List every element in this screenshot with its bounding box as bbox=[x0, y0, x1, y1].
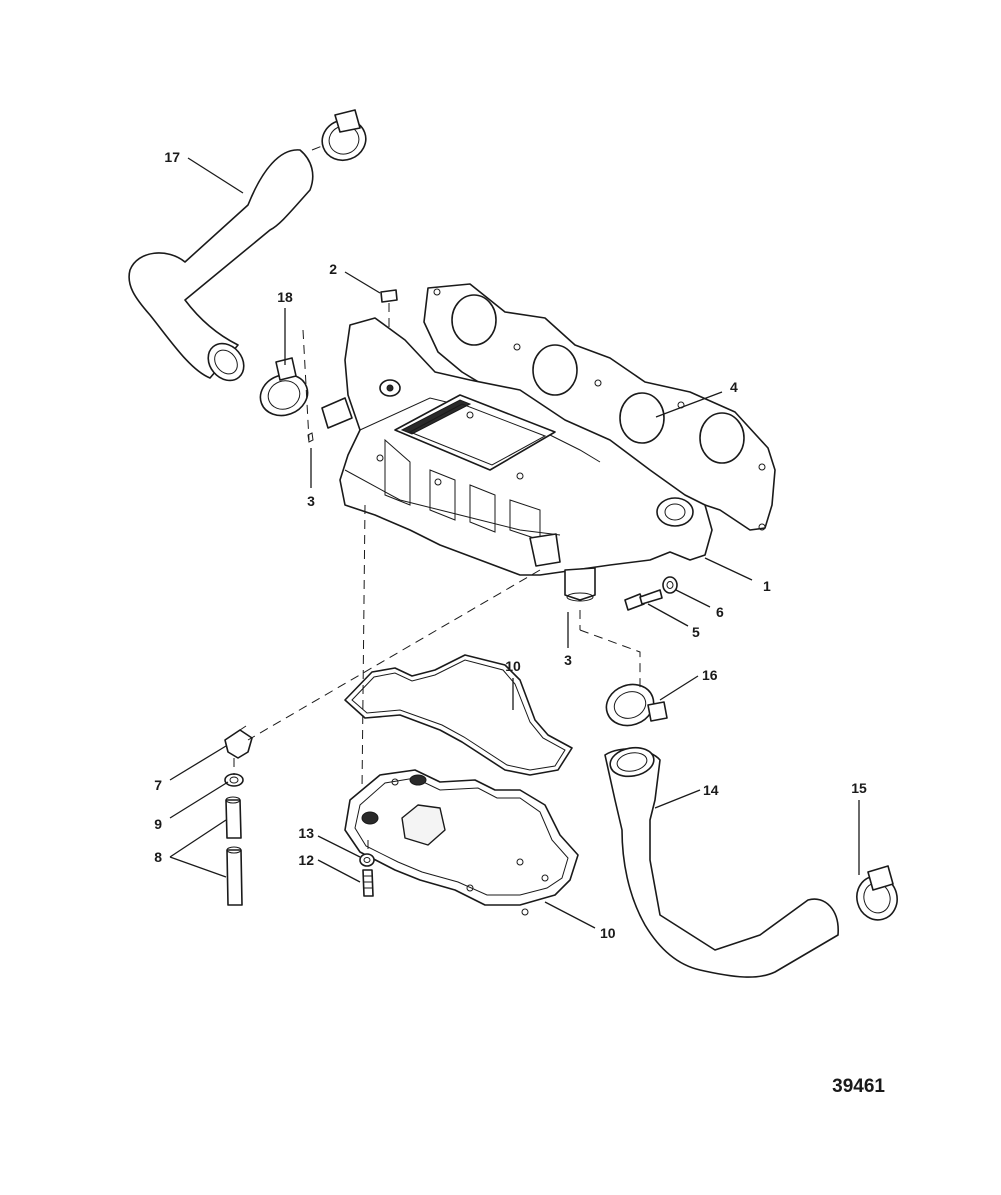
callout-3-upper: 3 bbox=[307, 493, 315, 509]
manifold-cover bbox=[344, 769, 579, 916]
cover-screw bbox=[362, 869, 374, 897]
upper-hose-top-clamp bbox=[321, 109, 367, 162]
upper-hose bbox=[128, 149, 314, 382]
callouts: 17 2 18 3 4 1 6 5 3 10 16 7 9 8 13 12 10… bbox=[154, 149, 867, 941]
exhaust-manifold bbox=[321, 317, 713, 602]
screw bbox=[624, 589, 663, 611]
figure-id: 39461 bbox=[832, 1076, 885, 1097]
callout-6: 6 bbox=[716, 604, 724, 620]
callout-9: 9 bbox=[154, 816, 162, 832]
callout-13: 13 bbox=[298, 825, 314, 841]
cover-washer bbox=[359, 853, 375, 867]
callout-2: 2 bbox=[329, 261, 337, 277]
elbow-fitting bbox=[224, 725, 253, 759]
callout-18: 18 bbox=[277, 289, 293, 305]
tube bbox=[225, 796, 243, 906]
lower-hose bbox=[604, 746, 839, 978]
lower-hose-clamp bbox=[605, 683, 668, 727]
lower-hose-clamp-end bbox=[856, 865, 898, 921]
callout-7: 7 bbox=[154, 777, 162, 793]
leader-lines bbox=[169, 157, 860, 929]
callout-8: 8 bbox=[154, 849, 162, 865]
cover-gasket bbox=[344, 654, 573, 776]
callout-17: 17 bbox=[164, 149, 180, 165]
callout-1: 1 bbox=[763, 578, 771, 594]
clamp-small bbox=[224, 773, 244, 787]
callout-16: 16 bbox=[702, 667, 718, 683]
callout-11: 10 bbox=[505, 658, 521, 674]
callout-15: 15 bbox=[851, 780, 867, 796]
callout-5: 5 bbox=[692, 624, 700, 640]
manifold-gasket bbox=[423, 283, 776, 531]
callout-14: 14 bbox=[703, 782, 719, 798]
callout-10: 10 bbox=[600, 925, 616, 941]
callout-3-lower: 3 bbox=[564, 652, 572, 668]
callout-12: 12 bbox=[298, 852, 314, 868]
assembly-lines bbox=[233, 145, 641, 852]
callout-4: 4 bbox=[730, 379, 738, 395]
manifold-bolt bbox=[380, 289, 398, 330]
washer bbox=[662, 576, 678, 594]
upper-hose-clamp bbox=[259, 357, 309, 417]
